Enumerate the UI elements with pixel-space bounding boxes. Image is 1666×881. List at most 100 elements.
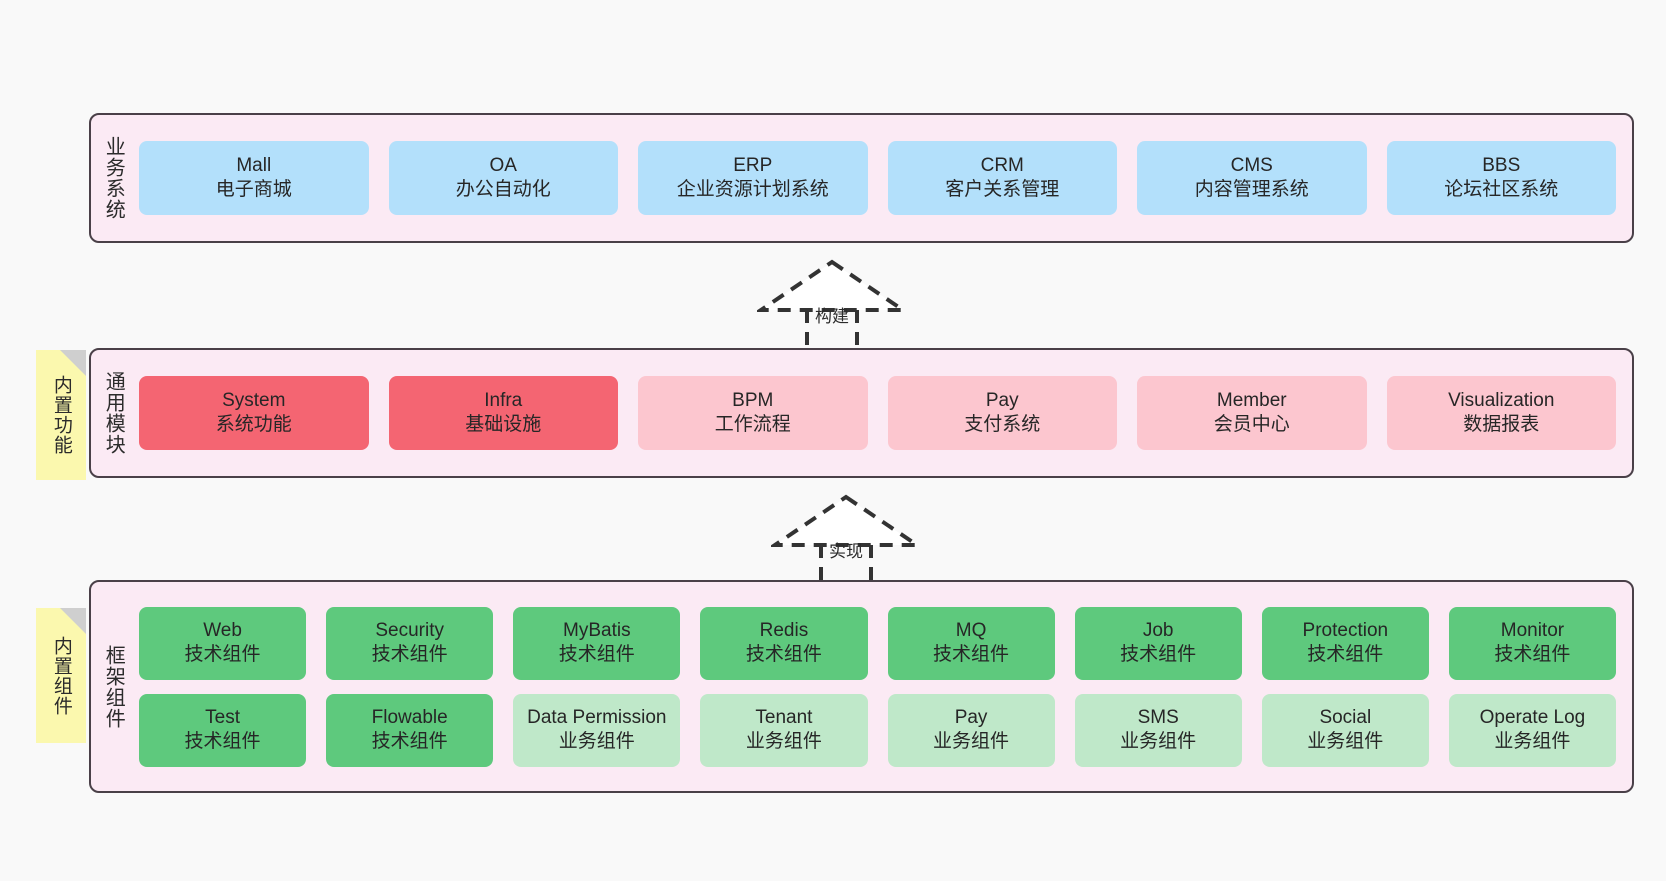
node-desc: 业务组件 bbox=[745, 731, 822, 752]
node-desc: 企业资源计划系统 bbox=[676, 179, 829, 200]
node-desc: 办公自动化 bbox=[455, 179, 551, 200]
node-name: Data Permission bbox=[527, 707, 667, 729]
layer-body-framework-components: Web 技术组件 Security 技术组件 MyBatis 技术组件 Redi… bbox=[135, 582, 1632, 791]
note-builtin-features: 内置功能 bbox=[36, 350, 86, 480]
node-operate-log[interactable]: Operate Log 业务组件 bbox=[1448, 693, 1616, 767]
node-desc: 技术组件 bbox=[558, 644, 635, 665]
node-name: Infra bbox=[484, 390, 523, 412]
node-desc: 业务组件 bbox=[1494, 731, 1571, 752]
node-system[interactable]: System 系统功能 bbox=[139, 376, 369, 450]
layer-row: Web 技术组件 Security 技术组件 MyBatis 技术组件 Redi… bbox=[139, 606, 1616, 680]
node-desc: 技术组件 bbox=[745, 644, 822, 665]
note-label: 内置功能 bbox=[50, 375, 72, 455]
node-name: Operate Log bbox=[1479, 707, 1586, 729]
node-desc: 基础设施 bbox=[465, 414, 542, 435]
layer-common-modules: 通用模块 System 系统功能 Infra 基础设施 BPM 工作流程 Pay… bbox=[89, 348, 1634, 478]
connector-implement-label: 实现 bbox=[829, 542, 863, 561]
layer-title-framework-components: 框架组件 bbox=[102, 644, 125, 729]
node-desc: 技术组件 bbox=[371, 644, 448, 665]
note-fold-icon bbox=[60, 350, 86, 376]
node-web[interactable]: Web 技术组件 bbox=[139, 606, 307, 680]
layer-body-business-systems: Mall 电子商城 OA 办公自动化 ERP 企业资源计划系统 CRM 客户关系… bbox=[135, 115, 1632, 241]
node-name: Test bbox=[205, 707, 240, 729]
node-protection[interactable]: Protection 技术组件 bbox=[1261, 606, 1429, 680]
node-flowable[interactable]: Flowable 技术组件 bbox=[326, 693, 494, 767]
node-monitor[interactable]: Monitor 技术组件 bbox=[1448, 606, 1616, 680]
node-cms[interactable]: CMS 内容管理系统 bbox=[1137, 141, 1367, 215]
node-name: OA bbox=[489, 155, 517, 177]
node-mybatis[interactable]: MyBatis 技术组件 bbox=[513, 606, 681, 680]
connector-build: 构建 bbox=[757, 258, 907, 346]
layer-body-common-modules: System 系统功能 Infra 基础设施 BPM 工作流程 Pay 支付系统… bbox=[135, 350, 1632, 476]
node-desc: 技术组件 bbox=[1494, 644, 1571, 665]
node-desc: 技术组件 bbox=[933, 644, 1010, 665]
node-name: Monitor bbox=[1500, 620, 1565, 642]
layer-row: Test 技术组件 Flowable 技术组件 Data Permission … bbox=[139, 693, 1616, 767]
node-desc: 技术组件 bbox=[184, 644, 261, 665]
node-name: Social bbox=[1319, 707, 1372, 729]
note-label: 内置组件 bbox=[50, 635, 72, 716]
node-name: Pay bbox=[954, 707, 988, 729]
node-desc: 电子商城 bbox=[215, 179, 292, 200]
node-oa[interactable]: OA 办公自动化 bbox=[388, 141, 618, 215]
node-member[interactable]: Member 会员中心 bbox=[1137, 376, 1367, 450]
node-desc: 技术组件 bbox=[1120, 644, 1197, 665]
node-test[interactable]: Test 技术组件 bbox=[139, 693, 307, 767]
node-desc: 系统功能 bbox=[215, 414, 292, 435]
layer-row: System 系统功能 Infra 基础设施 BPM 工作流程 Pay 支付系统… bbox=[139, 376, 1616, 450]
layer-title-business-systems: 业务系统 bbox=[102, 136, 125, 220]
layer-business-systems: 业务系统 Mall 电子商城 OA 办公自动化 ERP 企业资源计划系统 CRM… bbox=[89, 113, 1634, 243]
node-desc: 内容管理系统 bbox=[1194, 179, 1309, 200]
node-desc: 业务组件 bbox=[933, 731, 1010, 752]
node-bpm[interactable]: BPM 工作流程 bbox=[638, 376, 868, 450]
generalization-triangle-head bbox=[771, 494, 921, 547]
node-pay-component[interactable]: Pay 业务组件 bbox=[887, 693, 1055, 767]
node-erp[interactable]: ERP 企业资源计划系统 bbox=[638, 141, 868, 215]
connector-build-label: 构建 bbox=[815, 307, 849, 326]
node-name: SMS bbox=[1137, 707, 1179, 729]
node-visualization[interactable]: Visualization 数据报表 bbox=[1386, 376, 1616, 450]
node-crm[interactable]: CRM 客户关系管理 bbox=[887, 141, 1117, 215]
node-pay[interactable]: Pay 支付系统 bbox=[887, 376, 1117, 450]
node-name: CMS bbox=[1230, 155, 1273, 177]
node-desc: 支付系统 bbox=[964, 414, 1041, 435]
node-name: CRM bbox=[980, 155, 1024, 177]
node-mall[interactable]: Mall 电子商城 bbox=[139, 141, 369, 215]
note-fold-icon bbox=[60, 608, 86, 634]
node-name: Pay bbox=[985, 390, 1019, 412]
node-sms[interactable]: SMS 业务组件 bbox=[1074, 693, 1242, 767]
node-name: MyBatis bbox=[563, 620, 631, 642]
node-desc: 技术组件 bbox=[1307, 644, 1384, 665]
node-data-permission[interactable]: Data Permission 业务组件 bbox=[513, 693, 681, 767]
layer-title-common-modules: 通用模块 bbox=[102, 371, 125, 455]
node-tenant[interactable]: Tenant 业务组件 bbox=[700, 693, 868, 767]
generalization-triangle-head bbox=[757, 259, 907, 312]
node-desc: 技术组件 bbox=[371, 731, 448, 752]
node-desc: 业务组件 bbox=[1307, 731, 1384, 752]
node-job[interactable]: Job 技术组件 bbox=[1074, 606, 1242, 680]
node-name: Member bbox=[1216, 390, 1287, 412]
node-security[interactable]: Security 技术组件 bbox=[326, 606, 494, 680]
node-name: Flowable bbox=[371, 707, 448, 729]
node-name: Mall bbox=[236, 155, 272, 177]
node-infra[interactable]: Infra 基础设施 bbox=[388, 376, 618, 450]
node-social[interactable]: Social 业务组件 bbox=[1261, 693, 1429, 767]
connector-implement: 实现 bbox=[771, 493, 921, 581]
node-bbs[interactable]: BBS 论坛社区系统 bbox=[1386, 141, 1616, 215]
node-name: Protection bbox=[1302, 620, 1389, 642]
node-name: MQ bbox=[955, 620, 987, 642]
layer-row: Mall 电子商城 OA 办公自动化 ERP 企业资源计划系统 CRM 客户关系… bbox=[139, 141, 1616, 215]
node-desc: 业务组件 bbox=[558, 731, 635, 752]
node-redis[interactable]: Redis 技术组件 bbox=[700, 606, 868, 680]
node-name: Redis bbox=[759, 620, 809, 642]
node-name: Job bbox=[1142, 620, 1174, 642]
node-name: Web bbox=[203, 620, 242, 642]
node-desc: 工作流程 bbox=[714, 414, 791, 435]
node-name: BBS bbox=[1482, 155, 1521, 177]
node-name: System bbox=[222, 390, 286, 412]
note-builtin-components: 内置组件 bbox=[36, 608, 86, 743]
node-name: Security bbox=[375, 620, 444, 642]
node-mq[interactable]: MQ 技术组件 bbox=[887, 606, 1055, 680]
layer-framework-components: 框架组件 Web 技术组件 Security 技术组件 MyBatis 技术组件… bbox=[89, 580, 1634, 793]
node-desc: 论坛社区系统 bbox=[1444, 179, 1559, 200]
